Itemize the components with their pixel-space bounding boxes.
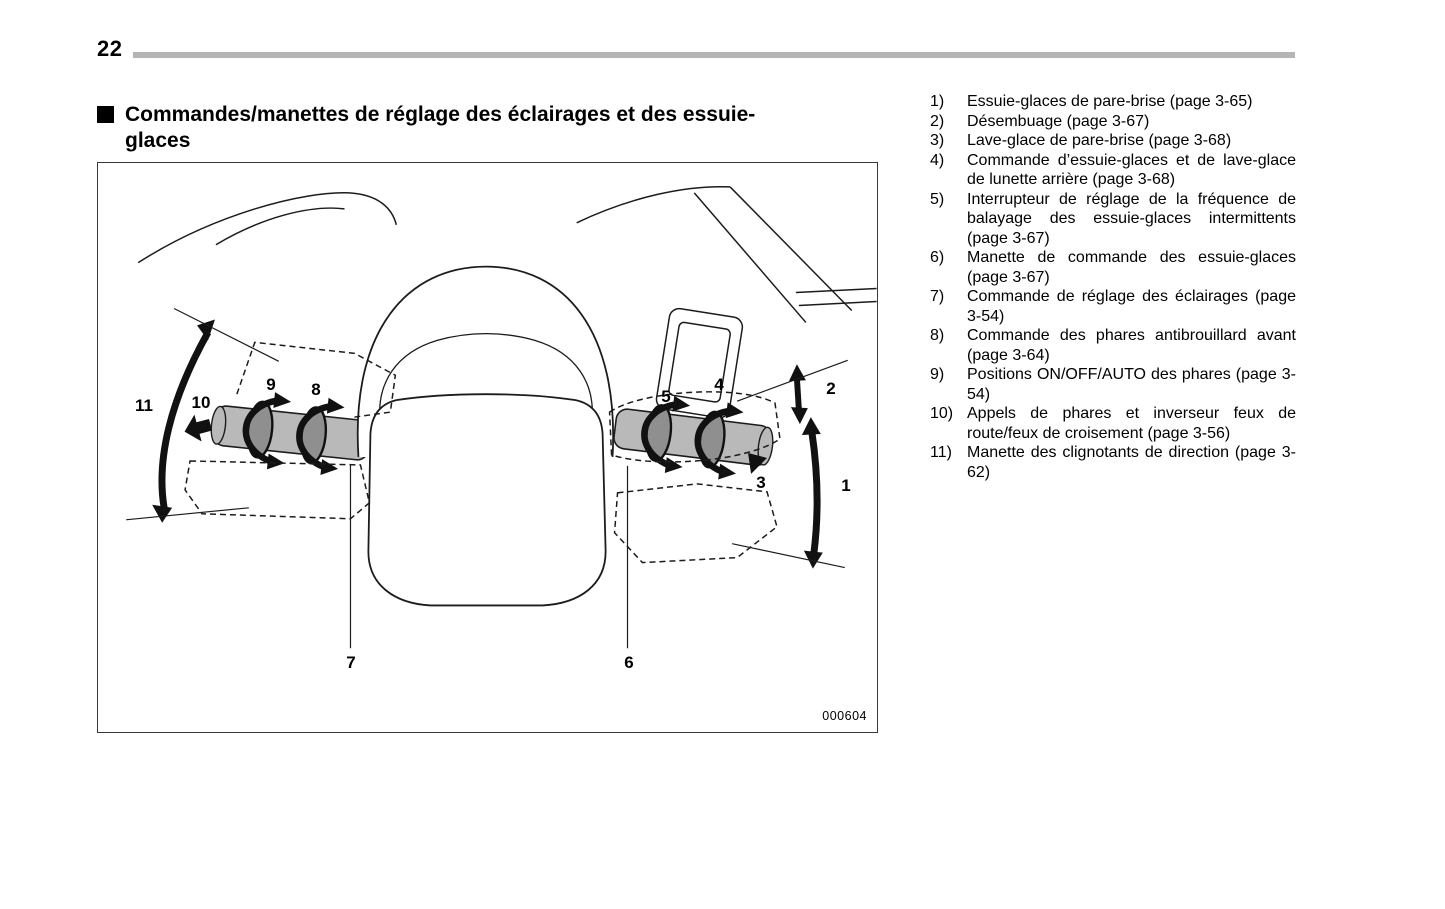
figure-callout-4: 4 xyxy=(714,375,724,394)
legend-num: 4) xyxy=(930,151,945,169)
steering-wheel xyxy=(356,265,615,607)
legend-text: Commande des phares antibrouillard avant… xyxy=(967,327,1296,364)
legend-text: Lave-glace de pare-brise (page 3-68) xyxy=(967,132,1232,149)
heading-line2: glaces xyxy=(125,129,191,152)
section-heading: Commandes/manettes de réglage des éclair… xyxy=(97,102,897,154)
figure-callout-7: 7 xyxy=(346,653,356,672)
legend-text: Commande d’essuie-glaces et de lave-glac… xyxy=(967,151,1296,189)
legend-item-9: 9) Positions ON/OFF/AUTO des phares (page… xyxy=(930,365,1296,404)
pointer-lines xyxy=(126,307,848,649)
legend-num: 6) xyxy=(930,249,945,266)
legend-item-4: 4) Commande d’essuie-glaces et de lave-gl… xyxy=(930,151,1296,190)
legend-item-2: 2) Désembuage (page 3-67) xyxy=(930,112,1296,132)
section-heading-text: Commandes/manettes de réglage des éclair… xyxy=(125,102,755,154)
legend-num: 5) xyxy=(930,190,945,208)
legend-num: 11) xyxy=(930,444,952,461)
figure-callout-8: 8 xyxy=(311,380,321,399)
turn-signal-arrow xyxy=(152,319,215,523)
large-vertical-arrow xyxy=(801,417,823,569)
legend-item-6: 6) Manette de commande des essuie-glaces … xyxy=(930,248,1296,287)
header-rule xyxy=(133,52,1295,58)
legend-text: Essuie-glaces de pare-brise (page 3-65) xyxy=(967,93,1253,110)
legend-text: Interrupteur de réglage de la fréquence … xyxy=(967,190,1296,247)
legend-num: 7) xyxy=(930,288,945,305)
legend-item-5: 5) Interrupteur de réglage de la fréquenc… xyxy=(930,190,1296,249)
instrument-panel-outline xyxy=(655,307,744,419)
figure-callout-1: 1 xyxy=(841,476,851,495)
heading-line1: Commandes/manettes de réglage des éclair… xyxy=(125,103,756,126)
figure-steering-controls: 1 2 3 4 5 6 7 8 9 10 11 000604 xyxy=(97,162,878,733)
legend-item-8: 8) Commande des phares antibrouillard ava… xyxy=(930,326,1296,365)
dashboard-lines xyxy=(137,185,877,323)
legend-num: 8) xyxy=(930,327,945,344)
legend-num: 10) xyxy=(930,405,954,422)
legend-item-1: 1) Essuie-glaces de pare-brise (page 3-65… xyxy=(930,92,1296,112)
section-bullet-icon xyxy=(97,106,114,123)
small-vertical-arrow xyxy=(788,364,808,425)
legend-text: Positions ON/OFF/AUTO des phares (page 3… xyxy=(967,366,1296,403)
figure-callout-5: 5 xyxy=(661,387,671,406)
legend-text: Désembuage (page 3-67) xyxy=(967,112,1150,130)
legend-text: Manette des clignotants de direction (pa… xyxy=(967,444,1296,481)
legend-text: Manette de commande des essuie-glaces (p… xyxy=(967,249,1296,286)
flash-arrow-icon xyxy=(184,414,213,442)
legend-text: Commande de réglage des éclairages (page… xyxy=(967,288,1296,325)
legend-item-7: 7) Commande de réglage des éclairages (pa… xyxy=(930,287,1296,326)
page-number: 22 xyxy=(97,36,123,61)
steering-column-diagram xyxy=(126,185,877,649)
legend-list: 1) Essuie-glaces de pare-brise (page 3-65… xyxy=(930,92,1296,482)
legend-item-11: 11) Manette des clignotants de direction … xyxy=(930,443,1296,482)
legend-item-10: 10) Appels de phares et inverseur feux de… xyxy=(930,404,1296,443)
figure-callout-10: 10 xyxy=(191,393,211,412)
legend-text: Appels de phares et inverseur feux de ro… xyxy=(967,405,1296,442)
figure-callout-9: 9 xyxy=(266,375,276,394)
stalk-tip-arrow-icon xyxy=(748,452,768,474)
figure-callout-3: 3 xyxy=(756,473,766,492)
legend-num: 3) xyxy=(930,132,945,149)
legend-num: 2) xyxy=(930,112,945,130)
figure-code: 000604 xyxy=(822,709,867,723)
figure-callout-11: 11 xyxy=(135,396,153,415)
figure-callout-2: 2 xyxy=(826,379,836,398)
left-stalk xyxy=(210,392,371,476)
legend-num: 9) xyxy=(930,366,945,383)
legend-item-3: 3) Lave-glace de pare-brise (page 3-68) xyxy=(930,131,1296,151)
legend-num: 1) xyxy=(930,93,945,110)
figure-callout-6: 6 xyxy=(624,653,634,672)
